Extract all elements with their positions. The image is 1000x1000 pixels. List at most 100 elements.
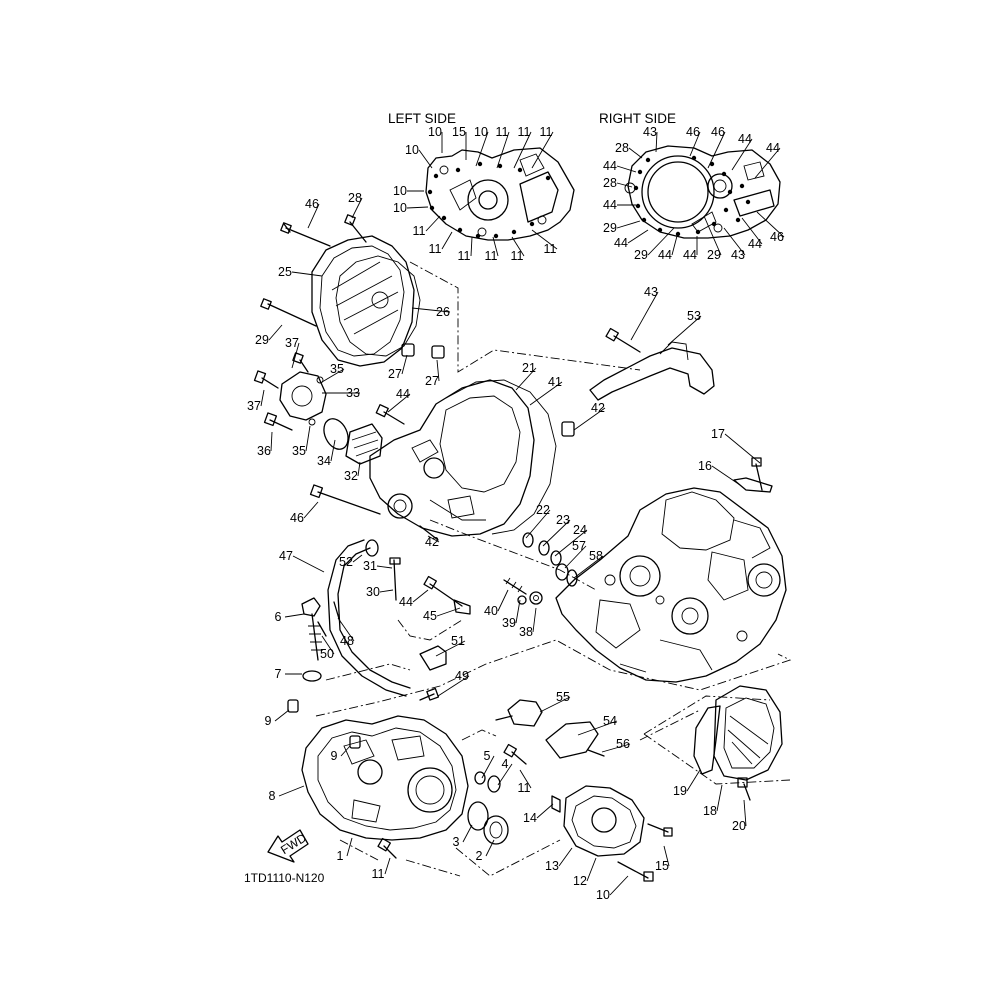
part-number-label: 47 xyxy=(279,549,293,563)
leader-line xyxy=(470,236,473,257)
part-number-label: 12 xyxy=(573,874,587,888)
bolt-hole-dot xyxy=(723,207,729,213)
part-number-label: 29 xyxy=(634,248,648,262)
assembly-guide-lines xyxy=(315,261,792,877)
part-number-label: 19 xyxy=(673,784,687,798)
sprocket-cover xyxy=(693,685,783,801)
part-number-label: 46 xyxy=(686,125,700,139)
right-side-inset xyxy=(624,145,781,239)
leader-line xyxy=(616,220,641,229)
leader-line xyxy=(663,845,670,867)
bolt-hole-dot xyxy=(637,169,643,175)
water-pump-cover xyxy=(551,785,673,882)
part-number-label: 42 xyxy=(591,401,605,415)
part-number-label: 27 xyxy=(388,367,402,381)
part-number-label: 44 xyxy=(614,236,628,250)
part-number-label: 11 xyxy=(496,125,509,139)
right-side-title: RIGHT SIDE xyxy=(599,111,676,126)
forward-arrow-icon: FWD xyxy=(267,829,309,863)
bolt-hole-dot xyxy=(433,173,439,179)
part-number-label: 11 xyxy=(511,249,524,263)
left-side-inset xyxy=(425,147,575,241)
bolt-hole-dot xyxy=(711,221,717,227)
leader-line xyxy=(340,745,351,757)
part-number-label: 10 xyxy=(405,143,419,157)
diagram-code: 1TD1110-N120 xyxy=(244,871,325,885)
part-number-label: 29 xyxy=(603,221,617,235)
leader-line xyxy=(573,555,604,579)
bolt-hole-dot xyxy=(455,167,461,173)
part-number-label: 11 xyxy=(485,249,498,263)
leader-line xyxy=(307,203,320,229)
leader-line xyxy=(278,785,305,797)
leader-line xyxy=(756,211,785,238)
leader-line xyxy=(723,227,746,256)
part-number-label: 32 xyxy=(344,469,358,483)
leader-line xyxy=(536,803,554,819)
leader-line xyxy=(268,324,283,341)
drain-plug-group xyxy=(733,457,773,493)
part-number-label: 13 xyxy=(545,859,559,873)
crankcase-fasteners xyxy=(309,404,575,541)
leader-line xyxy=(401,354,408,375)
leader-line xyxy=(601,743,631,753)
leader-line xyxy=(564,545,587,569)
part-number-label: 11 xyxy=(458,249,471,263)
part-number-label: 16 xyxy=(698,459,712,473)
part-number-label: 44 xyxy=(603,198,617,212)
leader-line xyxy=(387,393,411,413)
part-number-label: 9 xyxy=(265,714,272,728)
leader-line xyxy=(260,389,265,407)
leader-line xyxy=(628,147,643,159)
leader-line xyxy=(291,271,323,277)
bolt-hole-dot xyxy=(635,203,641,209)
leader-line xyxy=(558,847,573,867)
leader-line xyxy=(481,755,495,779)
leader-line xyxy=(531,131,554,169)
dowel-pins xyxy=(401,343,445,359)
part-number-label: 38 xyxy=(519,625,533,639)
wire-bracket xyxy=(589,327,715,401)
part-number-label: 11 xyxy=(518,125,531,139)
part-number-label: 46 xyxy=(770,230,784,244)
bolt-hole-dot xyxy=(429,205,435,211)
leader-line xyxy=(630,291,659,341)
leader-line xyxy=(497,589,509,612)
leader-line xyxy=(352,554,363,563)
part-number-label: 15 xyxy=(655,859,669,873)
leader-line xyxy=(441,231,453,250)
crankcase-left xyxy=(369,379,535,537)
misc-small-parts xyxy=(389,557,543,641)
leader-line xyxy=(303,501,319,519)
part-number-label: 35 xyxy=(292,444,306,458)
part-number-label: 11 xyxy=(518,781,531,795)
part-number-label: 36 xyxy=(257,444,271,458)
part-number-label: 31 xyxy=(363,559,377,573)
part-number-label: 52 xyxy=(339,555,353,569)
part-number-label: 43 xyxy=(731,248,745,262)
part-number-label: 24 xyxy=(573,523,587,537)
part-number-label: 3 xyxy=(453,835,460,849)
leader-line xyxy=(321,635,335,655)
part-number-label: 10 xyxy=(393,184,407,198)
leader-line xyxy=(647,227,675,256)
part-number-label: 2 xyxy=(476,849,483,863)
part-number-label: 29 xyxy=(255,333,269,347)
leader-line xyxy=(703,215,722,256)
part-number-label: 49 xyxy=(455,669,469,683)
part-number-label: 11 xyxy=(544,242,557,256)
part-number-label: 11 xyxy=(429,242,442,256)
leader-line xyxy=(437,675,470,697)
oil-dipstick xyxy=(301,597,341,682)
part-number-label: 50 xyxy=(320,647,334,661)
leader-line xyxy=(346,837,353,857)
clutch-cover xyxy=(311,235,415,367)
part-number-label: 44 xyxy=(658,248,672,262)
bolt-hole-dot xyxy=(721,171,727,177)
part-number-label: 45 xyxy=(423,609,437,623)
part-number-label: 44 xyxy=(738,132,752,146)
left-side-title: LEFT SIDE xyxy=(388,111,456,126)
leader-line xyxy=(731,138,753,171)
leader-line xyxy=(376,565,393,569)
